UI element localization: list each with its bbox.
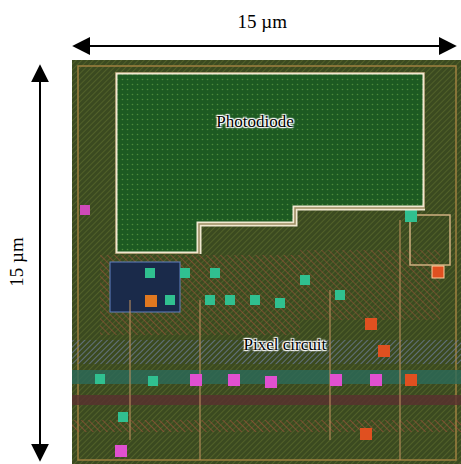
photodiode-outline: [115, 72, 425, 254]
dimension-arrow: [39, 66, 41, 460]
dimension-label: 15 µm: [5, 237, 27, 286]
region-label: Pixel circuit: [244, 335, 327, 355]
photodiode-region: Photodiode: [115, 72, 425, 254]
dimension-label: 15 µm: [238, 11, 287, 33]
dimension-arrow: [74, 45, 455, 47]
pixel-layout: [72, 60, 461, 464]
region-label: Photodiode: [216, 112, 293, 132]
